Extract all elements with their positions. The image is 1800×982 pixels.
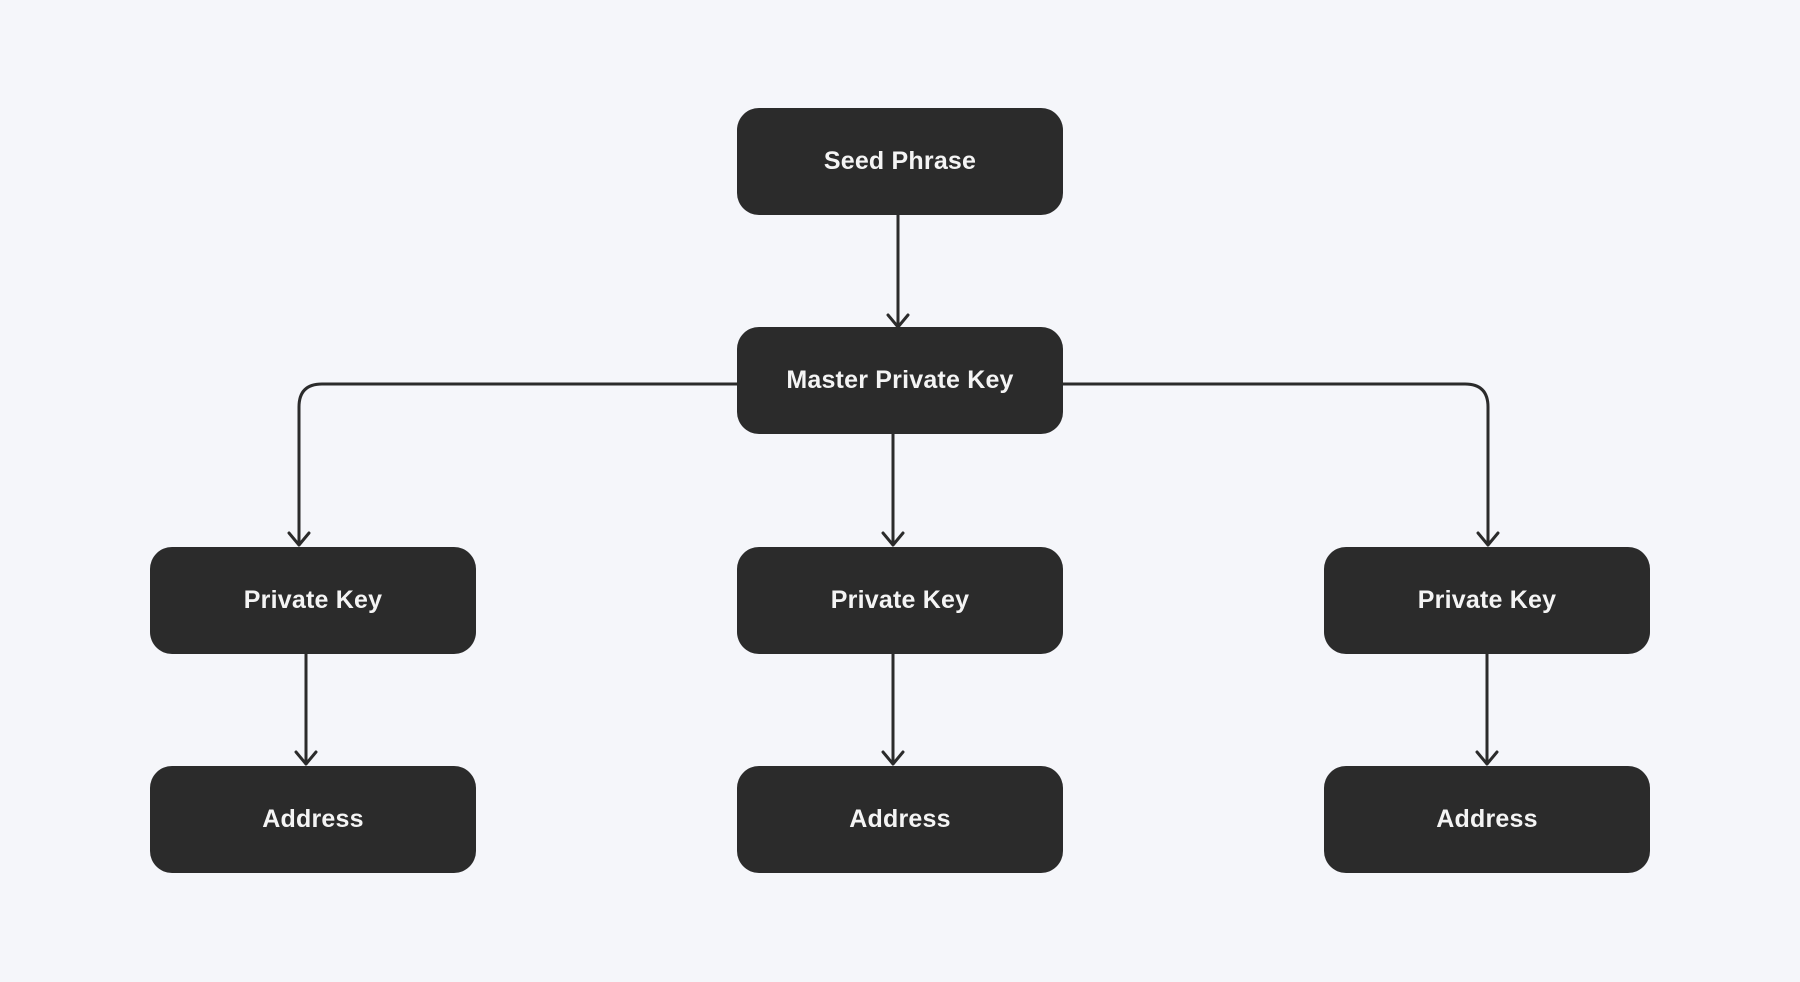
node-label: Address (1436, 805, 1538, 833)
node-private-key-right: Private Key (1324, 547, 1650, 654)
node-address-left: Address (150, 766, 476, 873)
node-private-key-center: Private Key (737, 547, 1063, 654)
arrowhead-private-key-right-icon (1476, 531, 1500, 547)
arrowhead-address-left-icon (294, 750, 318, 766)
node-seed-phrase: Seed Phrase (737, 108, 1063, 215)
node-label: Seed Phrase (823, 147, 977, 175)
node-label: Private Key (830, 586, 970, 614)
edge-master-to-private-key-left (297, 382, 739, 545)
arrowhead-address-right-icon (1475, 750, 1499, 766)
node-label: Address (262, 805, 364, 833)
node-label: Address (849, 805, 951, 833)
node-label: Private Key (1417, 586, 1557, 614)
node-private-key-left: Private Key (150, 547, 476, 654)
node-master-private-key: Master Private Key (737, 327, 1063, 434)
edge-master-to-private-key-right (1061, 382, 1490, 545)
arrowhead-private-key-left-icon (287, 531, 311, 547)
node-address-center: Address (737, 766, 1063, 873)
node-label: Private Key (243, 586, 383, 614)
arrowhead-private-key-center-icon (881, 531, 905, 547)
arrowhead-address-center-icon (881, 750, 905, 766)
node-address-right: Address (1324, 766, 1650, 873)
node-label: Master Private Key (786, 366, 1014, 394)
